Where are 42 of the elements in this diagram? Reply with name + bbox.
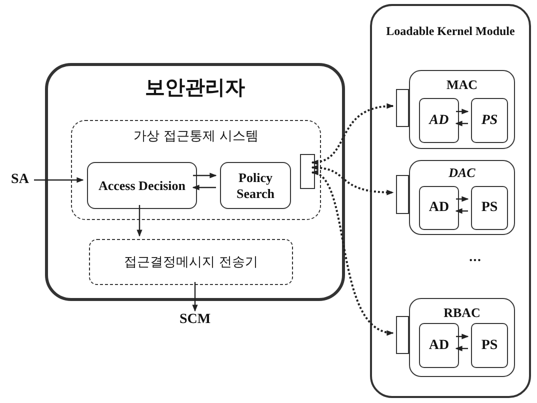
ps-box: PS [471,186,508,230]
ad-box: AD [419,323,459,368]
heading: Loadable Kernel Module [385,24,516,39]
arrow [455,120,468,126]
ad-box: AD [419,186,459,230]
ad-box: AD [419,98,459,143]
arrow [34,177,84,183]
arrow [456,196,469,202]
heading: MAC [445,77,479,93]
sender-box: 접근결정메시지 전송기 [89,239,293,285]
heading: RBAC [442,305,482,321]
ps-box: PS [471,323,508,368]
module-panel [370,4,531,398]
dotted-arrow [311,104,394,164]
ellipsis-label: ... [468,250,482,264]
heading: 보안관리자 [144,74,246,101]
heading: DAC [448,165,476,181]
port-box [300,154,315,189]
arrow [192,282,198,312]
ps-box: PS [471,98,508,143]
process-box: Access Decision [87,162,197,209]
dotted-arrow [311,165,394,196]
arrow [455,208,468,214]
module-box [409,160,515,235]
manager-panel [45,63,345,301]
module-box [409,70,515,149]
port-box [396,89,409,127]
arrow [192,184,216,190]
heading: 가상 접근통제 시스템 [132,128,260,145]
system-panel [71,120,321,220]
arrow [455,346,468,352]
arrow [193,172,217,178]
input-label: SA [6,171,34,189]
process-box: Policy Search [220,162,291,209]
port-box [396,316,409,354]
arrow [136,205,142,237]
port-box [396,175,409,214]
output-label: SCM [174,311,216,329]
module-box [409,298,515,377]
arrow [456,334,469,340]
dotted-arrow [311,172,394,334]
arrow [456,108,469,114]
